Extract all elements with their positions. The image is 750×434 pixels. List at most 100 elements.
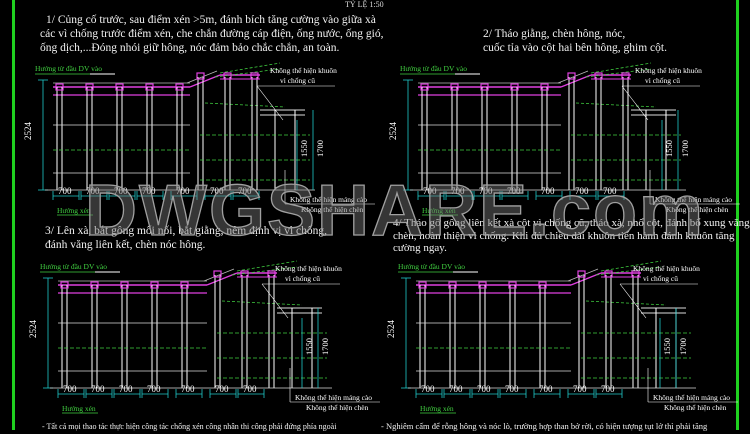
spacing-dim-label: 700 xyxy=(575,186,589,196)
spacing-dim-label: 700 xyxy=(601,384,615,394)
height-dimension-label: 2524 xyxy=(386,320,396,339)
step-4-line: 4/ Tháo gỡ gông liên kết xà cột vì chống… xyxy=(393,217,750,229)
dim-1700-label: 1700 xyxy=(678,338,688,355)
direction-label: Hướng từ đầu DV vào xyxy=(40,262,107,271)
step-3-line: 3/ Lên xà, bắt gông mối nối, bắt giằng, … xyxy=(45,225,328,237)
drawing-border-right xyxy=(736,0,739,430)
step-2-line: cuốc tỉa vào cột hai bên hông, ghim cột. xyxy=(483,42,667,54)
column-clamp xyxy=(267,270,276,278)
infill-note: Không thể hiện chèn xyxy=(301,205,364,214)
spacing-dim-label: 700 xyxy=(114,186,128,196)
old-frame-note: vì chống cũ xyxy=(280,76,315,85)
new-support-dashed xyxy=(585,300,667,306)
dim-1700-label: 1700 xyxy=(680,140,690,157)
note-leader xyxy=(619,283,647,319)
old-frame-note: Không thể hiện khuôn xyxy=(275,264,342,273)
step-4-line: cường ngay. xyxy=(393,242,447,254)
direction-label: Hướng từ đầu DV vào xyxy=(35,64,102,73)
height-dimension-label: 2524 xyxy=(23,122,33,141)
spacing-dim-label: 700 xyxy=(421,384,435,394)
support-panel-3: Hướng từ đầu DV vào 2524 Không thể hiện kh… xyxy=(28,260,380,414)
conveyor-note: Không thể hiện máng cào xyxy=(653,393,730,402)
column-clamp xyxy=(180,281,189,289)
new-support-dashed xyxy=(590,62,652,74)
sloped-roof-line xyxy=(557,70,589,84)
direction-label: Hướng từ đầu DV vào xyxy=(400,64,467,73)
column-clamp xyxy=(540,83,549,91)
cut-direction-label: Hướng xén xyxy=(420,404,454,413)
spacing-dim-label: 700 xyxy=(573,384,587,394)
spacing-dim-label: 700 xyxy=(238,186,252,196)
spacing-dim-label: 700 xyxy=(176,186,190,196)
spacing-dim-label: 700 xyxy=(210,186,224,196)
step-4-line: chèn, hoàn thiện vì chống. Khi đủ chiều … xyxy=(393,229,735,242)
spacing-dim-label: 700 xyxy=(603,186,617,196)
column-clamp xyxy=(240,270,249,278)
column-clamp xyxy=(196,72,205,80)
step-3-text: 3/ Lên xà, bắt gông mối nối, bắt giằng, … xyxy=(45,224,327,252)
column-clamp xyxy=(418,281,427,289)
conveyor-note: Không thể hiện máng cào xyxy=(295,393,372,402)
column-clamp xyxy=(577,270,586,278)
column-clamp xyxy=(145,83,154,91)
drawing-border-left xyxy=(12,0,15,430)
step-1-line: các vì chống trước điểm xén, che chắn đư… xyxy=(40,28,384,40)
new-support-dashed xyxy=(231,266,298,276)
step-1-line: 1/ Củng cố trước, sau điểm xén >5m, đánh… xyxy=(46,14,376,26)
column-clamp xyxy=(175,83,184,91)
column-clamp xyxy=(55,83,64,91)
new-support-dashed xyxy=(236,260,298,272)
spacing-dim-label: 700 xyxy=(507,186,521,196)
support-panel-4: Hướng từ đầu DV vào 2524 Không thể hiện kh… xyxy=(386,260,738,414)
spacing-dim-label: 700 xyxy=(541,186,555,196)
spacing-dim-label: 700 xyxy=(181,384,195,394)
old-frame-note: vì chống cũ xyxy=(643,274,678,283)
sloped-roof-line xyxy=(186,70,218,84)
scale-label: TỶ LỆ 1:50 xyxy=(345,0,384,9)
spacing-dim-label: 700 xyxy=(449,384,463,394)
column-clamp xyxy=(631,270,640,278)
column-clamp xyxy=(250,72,259,80)
old-frame-note: Không thể hiện khuôn xyxy=(270,66,337,75)
step-2-text: 2/ Tháo giằng, chèn hông, nóc, cuốc tỉa … xyxy=(483,27,667,55)
spacing-dim-label: 700 xyxy=(505,384,519,394)
column-clamp xyxy=(115,83,124,91)
cut-direction-label: Hướng xén xyxy=(62,404,96,413)
spacing-dim-label: 700 xyxy=(243,384,257,394)
direction-label: Hướng từ đầu DV vào xyxy=(398,262,465,271)
column-clamp xyxy=(85,83,94,91)
column-clamp xyxy=(223,72,232,80)
note-leader xyxy=(256,85,284,121)
spacing-dim-label: 700 xyxy=(451,186,465,196)
note-leader xyxy=(621,85,649,121)
column-clamp xyxy=(480,83,489,91)
column-clamp xyxy=(213,270,222,278)
old-frame-note: Không thể hiện khuôn xyxy=(635,66,702,75)
infill-note: Không thể hiện chèn xyxy=(664,403,727,412)
new-support-dashed xyxy=(575,102,657,108)
spacing-dim-label: 700 xyxy=(142,186,156,196)
column-clamp xyxy=(621,72,630,80)
new-support-dashed xyxy=(600,260,662,272)
note-leader xyxy=(261,283,289,319)
cut-direction-label: Hướng xén xyxy=(422,206,456,215)
spacing-dim-label: 700 xyxy=(147,384,161,394)
spacing-dim-label: 700 xyxy=(479,186,493,196)
step-3-line: đánh văng liên kết, chèn nóc hông. xyxy=(45,239,206,251)
new-support-dashed xyxy=(219,62,281,74)
height-dimension-label: 2524 xyxy=(28,320,38,339)
old-frame-note: vì chống cũ xyxy=(645,76,680,85)
old-frame-note: Không thể hiện khuôn xyxy=(633,264,700,273)
column-clamp xyxy=(60,281,69,289)
step-1-line: ống dịch,...Đóng nhói giữ hông, nóc đảm … xyxy=(40,42,340,54)
dim-1550-label: 1550 xyxy=(304,338,314,355)
step-1-text: 1/ Củng cố trước, sau điểm xén >5m, đánh… xyxy=(40,13,384,55)
dim-1700-label: 1700 xyxy=(315,140,325,157)
old-frame-note: vì chống cũ xyxy=(285,274,320,283)
infill-note: Không thể hiện chèn xyxy=(666,205,729,214)
spacing-dim-label: 700 xyxy=(119,384,133,394)
column-clamp xyxy=(150,281,159,289)
spacing-dim-label: 700 xyxy=(477,384,491,394)
support-panel-1: Hướng từ đầu DV vào 2524 Không thể hiện kh… xyxy=(23,62,375,216)
